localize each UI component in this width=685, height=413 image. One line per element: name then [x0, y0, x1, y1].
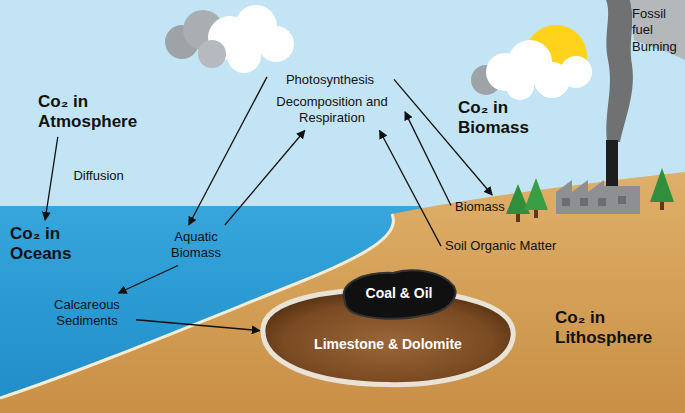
edge-label: Diffusion [73, 168, 123, 184]
coal-oil-deposit-shape [344, 270, 456, 318]
reservoir-heading: Co₂ in Atmosphere [38, 92, 148, 133]
pool-label: Soil Organic Matter [445, 238, 580, 254]
node-text: Decomposition and Respiration [264, 94, 400, 127]
node-text: Soil Organic Matter [445, 238, 580, 254]
flow-arrow [225, 131, 305, 226]
node-text: Co₂ in Oceans [10, 224, 88, 265]
reservoir-heading: Co₂ in Biomass [458, 98, 548, 139]
process-label: Decomposition and Respiration [264, 94, 400, 127]
flow-arrow [380, 131, 441, 247]
node-text: Calcareous Sediments [42, 297, 132, 330]
flow-arrow [45, 137, 58, 220]
coal-oil-deposit: Coal & Oil [338, 266, 460, 324]
smoke-plume [606, 0, 633, 142]
reservoir-heading: Co₂ in Oceans [10, 224, 88, 265]
node-text: Photosynthesis [272, 72, 388, 88]
flow-arrow [189, 77, 267, 225]
limestone-rock-shape [263, 290, 513, 385]
tree [506, 178, 548, 222]
smoke-haze [630, 0, 685, 60]
pool-label: Calcareous Sediments [42, 297, 132, 330]
pool-label: Biomass [455, 199, 517, 215]
pool-label: Aquatic Biomass [160, 229, 232, 262]
tree [650, 168, 674, 210]
node-text: Coal & Oil [366, 285, 433, 302]
factory [556, 140, 640, 214]
node-text: Biomass [455, 199, 517, 215]
source-label: Fossil fuel Burning [632, 6, 682, 55]
land [0, 172, 685, 413]
reservoir-heading: Co₂ in Lithosphere [555, 308, 675, 349]
cloud [471, 40, 592, 100]
flow-arrow [119, 266, 179, 294]
node-text: Limestone & Dolomite [314, 336, 462, 353]
process-label: Photosynthesis [272, 72, 388, 88]
node-text: Co₂ in Atmosphere [38, 92, 148, 133]
cloud [165, 5, 294, 73]
node-text: Aquatic Biomass [160, 229, 232, 262]
flow-arrow [136, 320, 260, 331]
